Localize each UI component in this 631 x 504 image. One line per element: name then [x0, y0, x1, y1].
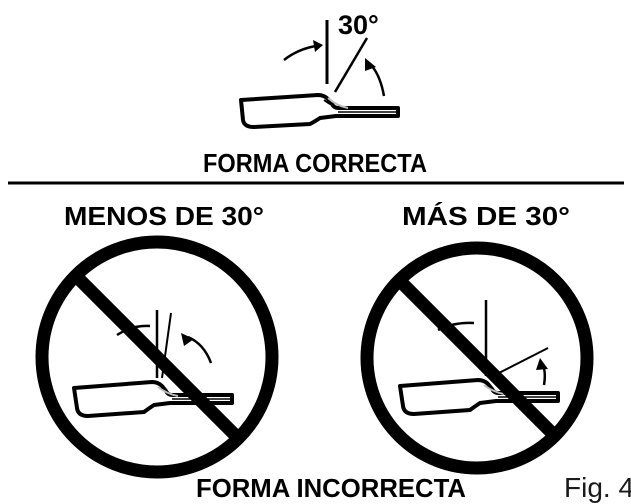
arrowhead-icon [536, 358, 548, 370]
less-than-label: MENOS DE 30° [64, 201, 264, 231]
correct-form-illustration: 30° FORMA CORRECTA [203, 10, 427, 178]
prohibited-sign-icon [360, 241, 594, 475]
angle-line [333, 37, 369, 93]
angle-tool-icon [239, 93, 400, 129]
curved-arrow-icon [187, 335, 213, 364]
curved-arrow-icon [369, 63, 386, 97]
angle-tool-icon [398, 378, 560, 416]
arrowhead-icon [181, 333, 194, 346]
more-than-label: MÁS DE 30° [402, 201, 570, 231]
incorrect-more-illustration: MÁS DE 30° [360, 201, 594, 475]
correct-caption: FORMA CORRECTA [203, 148, 427, 178]
curved-arrow-icon [283, 44, 317, 61]
correct-angle-label: 30° [338, 10, 379, 40]
incorrect-less-illustration: MENOS DE 30° [35, 201, 279, 479]
incorrect-caption: FORMA INCORRECTA [196, 473, 466, 503]
prohibited-sign-icon [35, 235, 279, 479]
arrowhead-icon [313, 40, 323, 52]
angle-line [492, 347, 549, 377]
arrowhead-icon [365, 58, 376, 71]
figure-label: Fig. 4 [564, 472, 631, 503]
